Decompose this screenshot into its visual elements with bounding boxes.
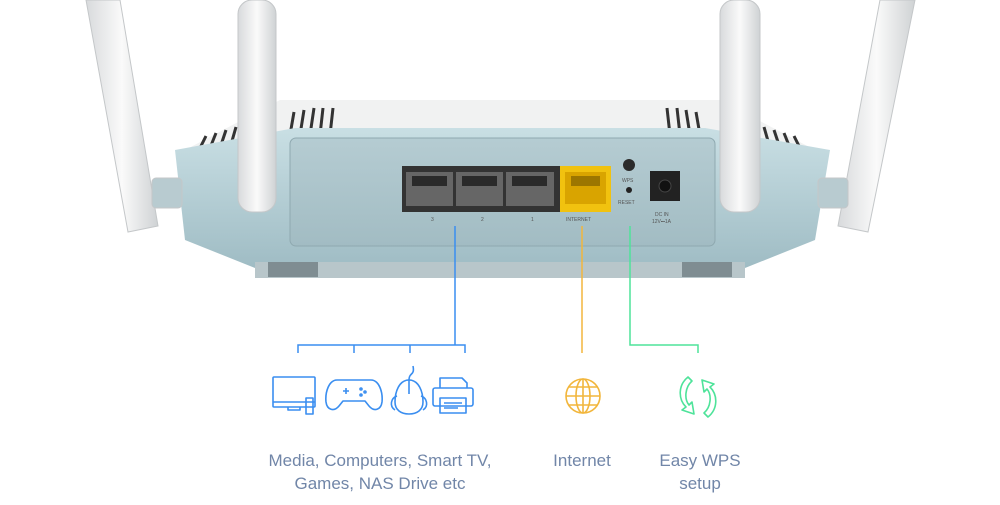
reset-hole [626, 187, 632, 193]
router-base [255, 262, 745, 278]
ethernet-ports [402, 166, 611, 212]
mouse-icon [390, 365, 428, 415]
lan-callout-label: Media, Computers, Smart TV, Games, NAS D… [240, 449, 520, 495]
globe-icon [565, 378, 601, 414]
internet-callout-label: Internet [553, 451, 611, 470]
port-label-3: 3 [431, 217, 434, 223]
callout-lines [297, 226, 699, 353]
reset-label: RESET [618, 200, 635, 206]
gamepad-icon [325, 379, 383, 411]
wps-label-line2: setup [679, 474, 721, 493]
port-label-2: 2 [481, 217, 484, 223]
antennas [85, 0, 916, 233]
power-label-2: 12V⎓1A [652, 219, 672, 225]
wps-button [623, 159, 635, 171]
wps-label: WPS [622, 178, 634, 184]
wps-callout-label: Easy WPS setup [640, 449, 760, 495]
lan-label-line2: Games, NAS Drive etc [294, 474, 466, 493]
power-label-1: DC IN [655, 212, 669, 218]
lan-label-line1: Media, Computers, Smart TV, [268, 451, 492, 470]
wps-label-line1: Easy WPS [659, 451, 741, 470]
tv-icon [272, 376, 316, 415]
port-label-internet: INTERNET [566, 217, 591, 223]
printer-icon [432, 377, 474, 414]
sync-arrows-icon [679, 376, 717, 418]
port-label-1: 1 [531, 217, 534, 223]
